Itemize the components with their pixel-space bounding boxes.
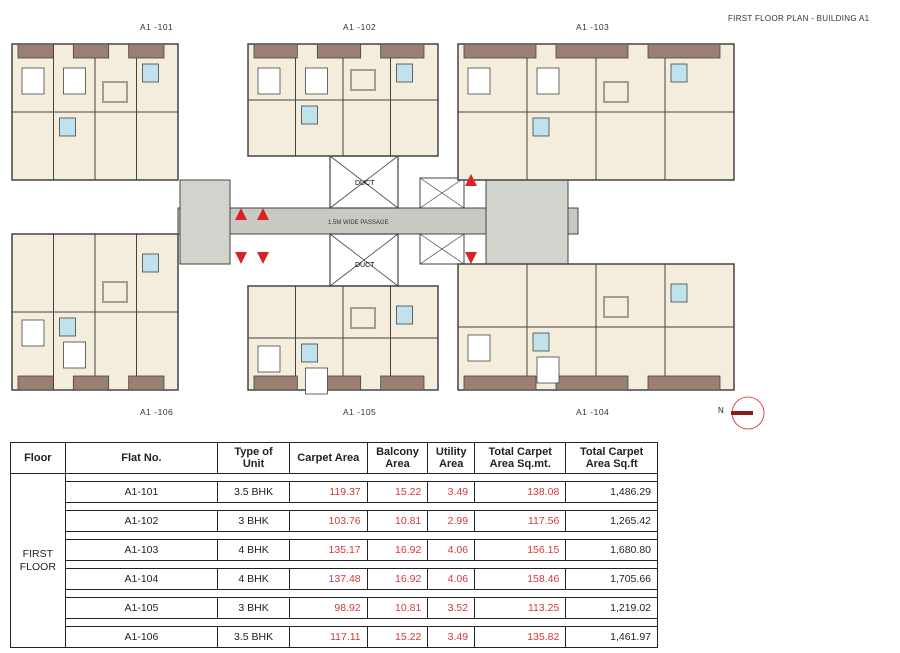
bed [21, 67, 45, 95]
bathroom [59, 117, 76, 137]
exit-arrow-icon [257, 252, 269, 264]
balcony [17, 375, 54, 391]
balcony [72, 43, 110, 59]
bathroom [301, 105, 318, 125]
balcony [253, 375, 298, 391]
bed [257, 345, 281, 373]
bathroom [396, 63, 413, 83]
bed [305, 367, 328, 395]
flat-label-a1-105: A1 -105 [343, 407, 377, 417]
header-floor: Floor [10, 442, 66, 474]
duct-label-top: DUCT [355, 180, 375, 187]
balcony [380, 375, 425, 391]
bathroom [396, 305, 413, 325]
flat-label-a1-104: A1 -104 [576, 407, 610, 417]
balcony [647, 375, 721, 391]
plan-title: FIRST FLOOR PLAN - BUILDING A1 [728, 14, 870, 23]
staircase-left [179, 179, 231, 265]
balcony [647, 43, 721, 59]
bathroom [532, 332, 550, 352]
bathroom [532, 117, 550, 137]
bathroom [142, 253, 159, 273]
floor-plan-drawing: 1.5M WIDE PASSAGE DUCT DUCT [11, 43, 735, 395]
bed [63, 67, 86, 95]
bed [536, 67, 560, 95]
duct-label-bottom: DUCT [355, 262, 375, 269]
header-type: Type of Unit [217, 442, 290, 474]
balcony [253, 43, 298, 59]
flat-label-a1-103: A1 -103 [576, 22, 610, 32]
flat-label-a1-102: A1 -102 [343, 22, 377, 32]
exit-arrow-icon [465, 174, 477, 186]
sofa [102, 281, 128, 303]
bathroom [59, 317, 76, 337]
header-carpet-area: Carpet Area [288, 442, 368, 474]
table-header-row: Floor Flat No. Type of Unit Carpet Area … [10, 442, 658, 474]
flat-label-a1-101: A1 -101 [140, 22, 174, 32]
balcony [555, 43, 629, 59]
bed [467, 67, 491, 95]
north-letter: N [718, 406, 724, 415]
balcony [463, 375, 537, 391]
sofa [350, 307, 376, 329]
north-arrow-icon [731, 396, 765, 430]
flat-label-a1-106: A1 -106 [140, 407, 174, 417]
sofa [350, 69, 376, 91]
balcony [380, 43, 425, 59]
bathroom [301, 343, 318, 363]
exit-arrow-icon [235, 252, 247, 264]
passage-label: 1.5M WIDE PASSAGE [328, 220, 389, 226]
exit-arrow-icon [235, 208, 247, 220]
balcony [128, 43, 165, 59]
sofa [603, 296, 629, 318]
area-statement-table: Floor Flat No. Type of Unit Carpet Area … [10, 442, 659, 648]
balcony [316, 43, 362, 59]
sofa [102, 81, 128, 103]
balcony [72, 375, 110, 391]
bed [536, 356, 560, 384]
bed [257, 67, 281, 95]
bed [21, 319, 45, 347]
balcony [128, 375, 165, 391]
bed [305, 67, 328, 95]
bed [63, 341, 86, 369]
exit-arrow-icon [257, 208, 269, 220]
header-flat-no: Flat No. [64, 442, 219, 474]
staircase-right [485, 179, 569, 265]
exit-arrow-icon [465, 252, 477, 264]
bathroom [670, 63, 688, 83]
sofa [603, 81, 629, 103]
balcony [555, 375, 629, 391]
north-indicator: N [718, 396, 766, 432]
balcony [17, 43, 54, 59]
bathroom [142, 63, 159, 83]
balcony [463, 43, 537, 59]
bed [467, 334, 491, 362]
bathroom [670, 283, 688, 303]
